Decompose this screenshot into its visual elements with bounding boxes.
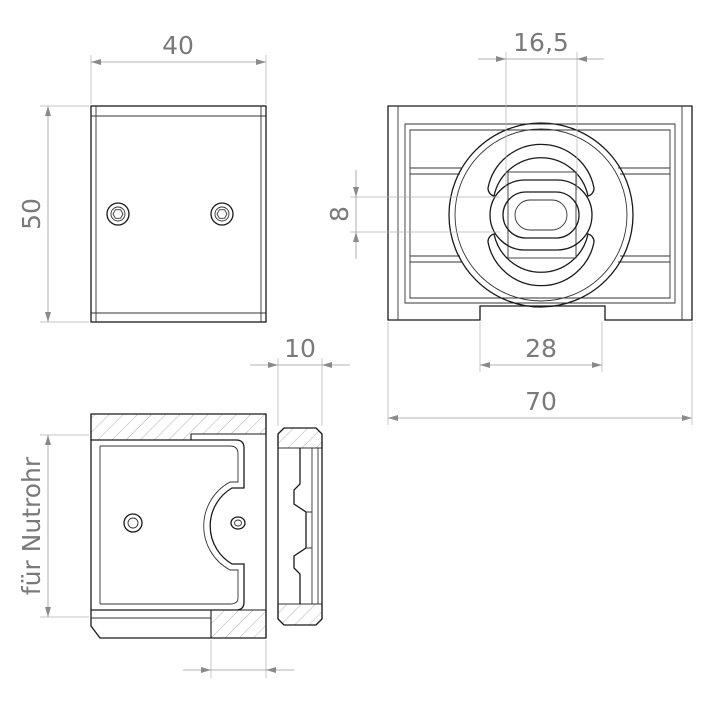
- screw-left-icon: [106, 202, 130, 226]
- dimension-bottom-marks: [183, 640, 294, 678]
- dimension-label: 8: [325, 206, 354, 222]
- arc-slot-bottom: [487, 233, 595, 287]
- central-slot: [489, 179, 593, 251]
- dimension-nutrohr: für Nutrohr: [17, 434, 89, 618]
- end-body: [387, 105, 693, 321]
- dimension-70: 70: [387, 322, 693, 425]
- section-view: [90, 413, 267, 639]
- profile-groove: [293, 448, 307, 604]
- inner-cavity: [91, 439, 245, 611]
- dimension-16-5: 16,5: [478, 28, 604, 190]
- dimension-28: 28: [479, 322, 603, 372]
- dimension-label: 40: [162, 31, 194, 60]
- hole-icon: [123, 513, 143, 533]
- dimension-40: 40: [90, 31, 267, 104]
- dimension-label: 16,5: [513, 28, 569, 57]
- dimension-label: 70: [525, 387, 557, 416]
- front-view: [90, 105, 267, 323]
- round-flange: [448, 122, 634, 308]
- dimension-50: 50: [17, 105, 89, 323]
- small-hole-icon: [230, 516, 246, 530]
- section-outline: [90, 413, 267, 639]
- dimension-8: 8: [325, 170, 500, 259]
- dimension-10: 10: [250, 334, 350, 426]
- arc-slot-top: [487, 143, 595, 197]
- dimension-label: 10: [284, 334, 316, 363]
- end-view: [387, 105, 693, 321]
- screw-right-icon: [210, 202, 234, 226]
- dimension-label: für Nutrohr: [17, 456, 46, 595]
- dimension-label: 28: [525, 334, 557, 363]
- front-body: [90, 105, 267, 323]
- profile-outline: [277, 427, 323, 626]
- profile-view: [277, 427, 323, 626]
- dimension-label: 50: [17, 198, 46, 230]
